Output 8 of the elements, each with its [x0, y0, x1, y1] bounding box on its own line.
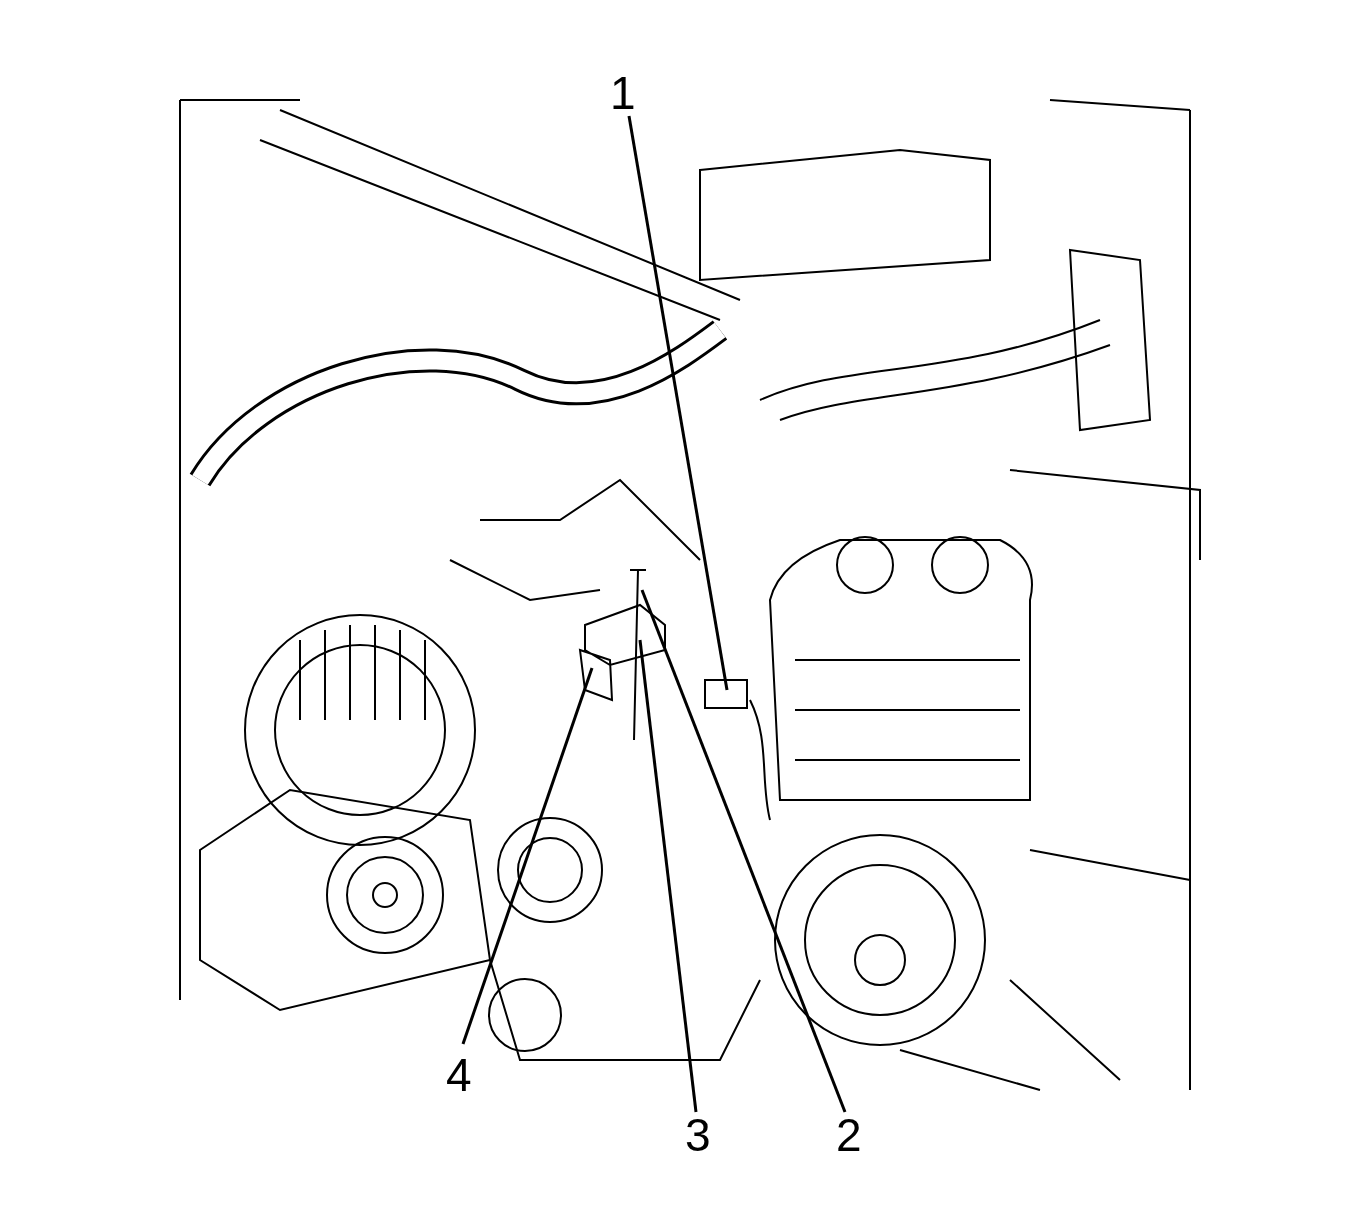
leader-line — [461, 667, 594, 1045]
callout-number: 1 — [610, 70, 636, 116]
callout-number: 3 — [685, 1112, 711, 1158]
leader-line — [638, 639, 698, 1113]
callout-number: 4 — [446, 1052, 472, 1098]
callout-number: 2 — [836, 1112, 862, 1158]
leader-line — [640, 589, 847, 1113]
leader-line — [627, 115, 729, 691]
